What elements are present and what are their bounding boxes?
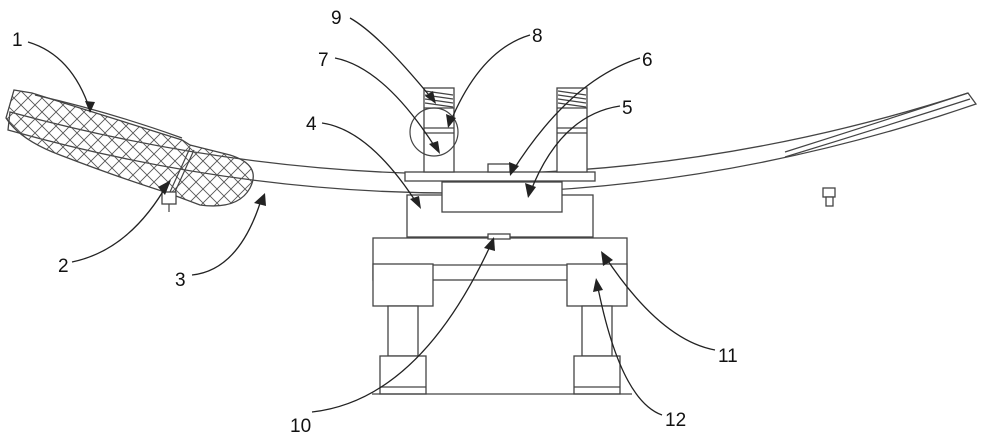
right-post [556,87,588,173]
label-9: 9 [331,8,342,29]
label-5: 5 [622,98,633,119]
label-7: 7 [318,50,329,71]
label-11: 11 [718,346,738,367]
detail-circle [409,107,459,157]
crosshatched-pad [5,89,254,207]
beam-right-strip [784,92,969,153]
label-2: 2 [58,256,69,277]
label-10: 10 [290,416,311,437]
label-8: 8 [532,26,543,47]
label-3: 3 [175,270,186,291]
top-plate [404,171,596,182]
label-1: 1 [12,30,23,51]
label-4: 4 [306,114,317,135]
clamp-inner-block [441,181,563,213]
right-bolt [822,187,836,207]
left-leg [372,263,434,395]
left-post [423,87,455,173]
label-6: 6 [642,50,653,71]
top-plate-nub [487,163,511,173]
bolt [161,147,195,212]
label-12: 12 [665,410,686,431]
beam-right-strip-inner [784,98,971,158]
base-beam-notch [487,233,511,240]
leader-lines [27,17,716,416]
